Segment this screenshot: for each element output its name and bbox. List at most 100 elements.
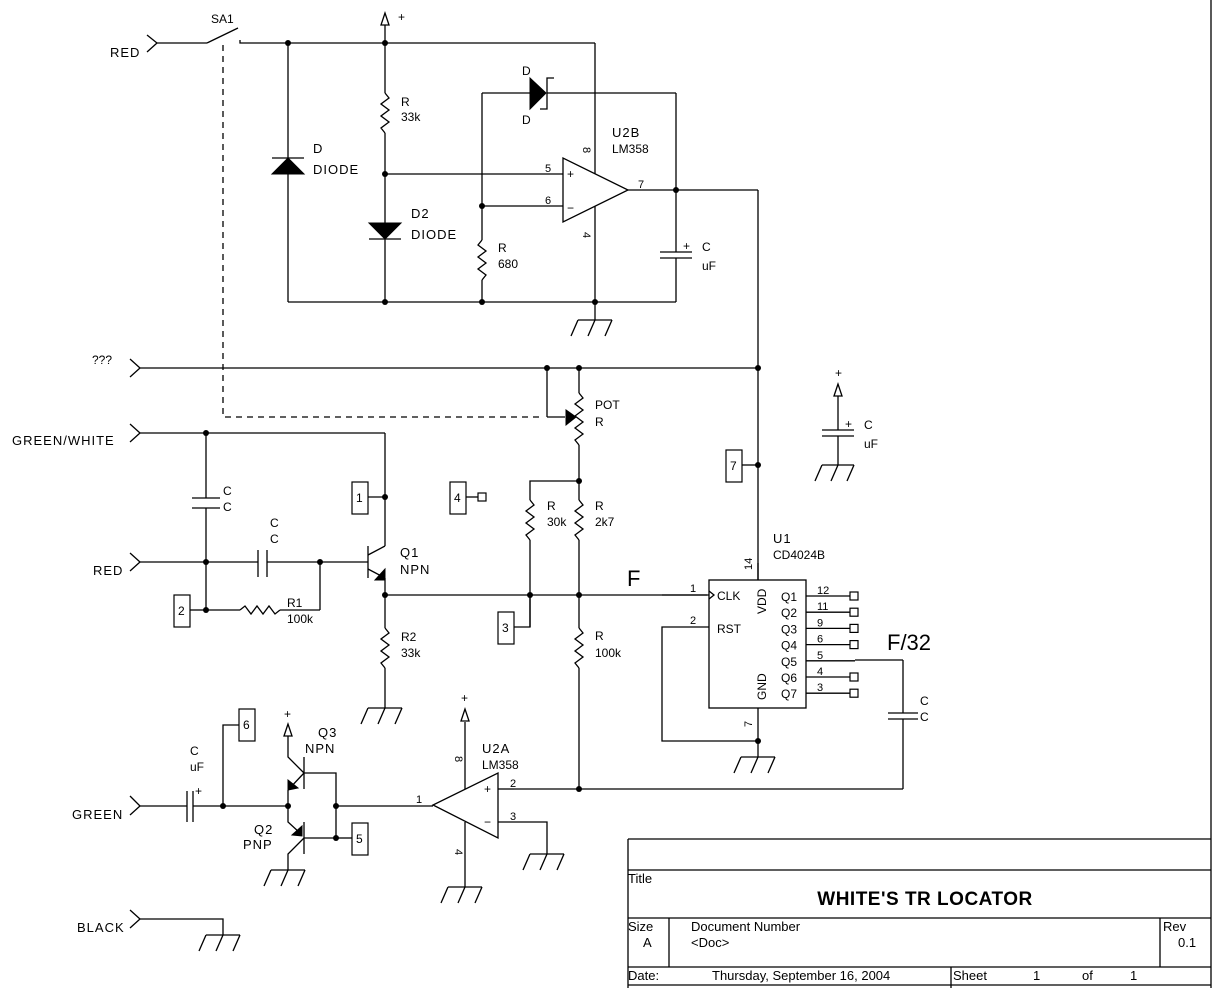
ref: R2: [401, 630, 417, 644]
value: uF: [190, 760, 204, 774]
capacitor-green: + C uF: [186, 744, 288, 822]
pin: 4: [817, 666, 823, 678]
size-label: Size: [628, 919, 653, 934]
testpoint-2[interactable]: 2: [173, 594, 206, 628]
opamp-u2a: + + − 2 3 1 8 4 U2A LM358: [416, 691, 565, 904]
ref: U2A: [482, 741, 510, 756]
pin: 8: [452, 756, 464, 762]
value: 680: [498, 257, 518, 271]
document-title: WHITE'S TR LOCATOR: [817, 889, 1032, 910]
tp-label: 7: [730, 459, 737, 473]
u1-output-q4: Q4 6: [781, 634, 859, 653]
sheet-label: Sheet: [953, 968, 987, 983]
resistor-100k: R 100k: [573, 627, 622, 789]
transistor-q2: Q2 PNP: [243, 806, 336, 887]
plus-sign: +: [567, 167, 574, 181]
rev-label: Rev: [1163, 919, 1187, 934]
diode-d: D DIODE: [270, 43, 359, 302]
ref: D: [522, 113, 531, 127]
ref: C: [920, 694, 929, 708]
pin: 2: [690, 615, 696, 627]
value: C: [270, 532, 279, 546]
ref: C: [190, 744, 199, 758]
no-connect-terminal: [849, 623, 859, 634]
connector-label: RED: [110, 45, 140, 60]
pin-name: Q1: [781, 590, 797, 604]
pin: 1: [690, 583, 696, 595]
connector-red-mid: RED: [93, 552, 258, 578]
pin: 1: [416, 794, 422, 806]
pin: 3: [510, 811, 516, 823]
pin: 6: [545, 195, 551, 207]
minus-sign: −: [484, 815, 491, 829]
value: LM358: [612, 142, 649, 156]
resistor-680: R 680: [476, 206, 518, 302]
value: C: [223, 500, 232, 514]
connector-red-top: RED: [110, 34, 207, 60]
resistor-r2: R2 33k: [360, 627, 421, 725]
pin: 5: [545, 163, 551, 175]
testpoint-3[interactable]: 3: [497, 595, 531, 645]
capacitor-q5: C C: [855, 659, 929, 789]
doc-value: <Doc>: [691, 935, 729, 950]
testpoint-1[interactable]: 1: [351, 481, 385, 515]
connector-label: GREEN/WHITE: [12, 433, 115, 448]
type: PNP: [243, 837, 273, 852]
testpoint-5[interactable]: 5: [336, 822, 369, 856]
pin: 11: [817, 601, 828, 613]
zener-diode: D D: [482, 64, 676, 127]
plus-label: +: [398, 10, 405, 24]
connector-label: ???: [92, 353, 112, 367]
power-plus-top: +: [380, 10, 405, 43]
opamp-u2b: + − 5 6 7 8 4 U2B LM358: [482, 43, 758, 302]
mechanical-link: [222, 45, 543, 418]
u1-output-q2: Q2 11: [781, 601, 859, 620]
connector-label: BLACK: [77, 920, 125, 935]
date-value: Thursday, September 16, 2004: [712, 968, 890, 983]
ref: D2: [411, 206, 430, 221]
plus-label: +: [284, 707, 291, 721]
potentiometer: POT R: [546, 368, 620, 481]
pin-name: Q2: [781, 606, 797, 620]
no-connect-terminal: [849, 672, 859, 682]
net-label-f: F: [627, 566, 640, 591]
pin-name: Q7: [781, 687, 797, 701]
no-connect-terminal: [849, 591, 859, 601]
value: DIODE: [313, 162, 359, 177]
net-label-f32: F/32: [887, 630, 931, 655]
no-connect-terminal: [849, 607, 859, 617]
ref: R: [401, 95, 410, 109]
ref: D: [522, 64, 531, 78]
sheets-value: 1: [1130, 968, 1137, 983]
testpoint-7[interactable]: 7: [725, 449, 758, 483]
value: LM358: [482, 758, 519, 772]
capacitor-u2b: + C uF: [660, 190, 716, 302]
resistor-2k7: R 2k7: [573, 481, 615, 628]
pin: 6: [817, 634, 823, 646]
pin: 7: [743, 721, 755, 727]
polarity: +: [845, 417, 852, 431]
pin-name: Q4: [781, 639, 797, 653]
title-label: Title: [628, 871, 652, 886]
switch-ref: SA1: [211, 12, 234, 26]
capacitor-c-gw: C C: [192, 433, 232, 562]
plus-label: +: [835, 366, 842, 380]
sheet-value: 1: [1033, 968, 1040, 983]
pin: 14: [743, 558, 755, 570]
value: 100k: [287, 612, 314, 626]
size-value: A: [643, 935, 652, 950]
connector-label: RED: [93, 563, 123, 578]
date-label: Date:: [628, 968, 659, 983]
pin-name: Q5: [781, 655, 797, 669]
pin-name: RST: [717, 622, 742, 636]
value: 2k7: [595, 515, 615, 529]
testpoint-4[interactable]: 4: [449, 481, 487, 515]
type: NPN: [400, 562, 430, 577]
testpoint-6[interactable]: 6: [222, 708, 256, 806]
pin: 8: [580, 147, 592, 153]
ref: U2B: [612, 125, 640, 140]
resistor-33k-top: R 33k: [379, 43, 421, 174]
